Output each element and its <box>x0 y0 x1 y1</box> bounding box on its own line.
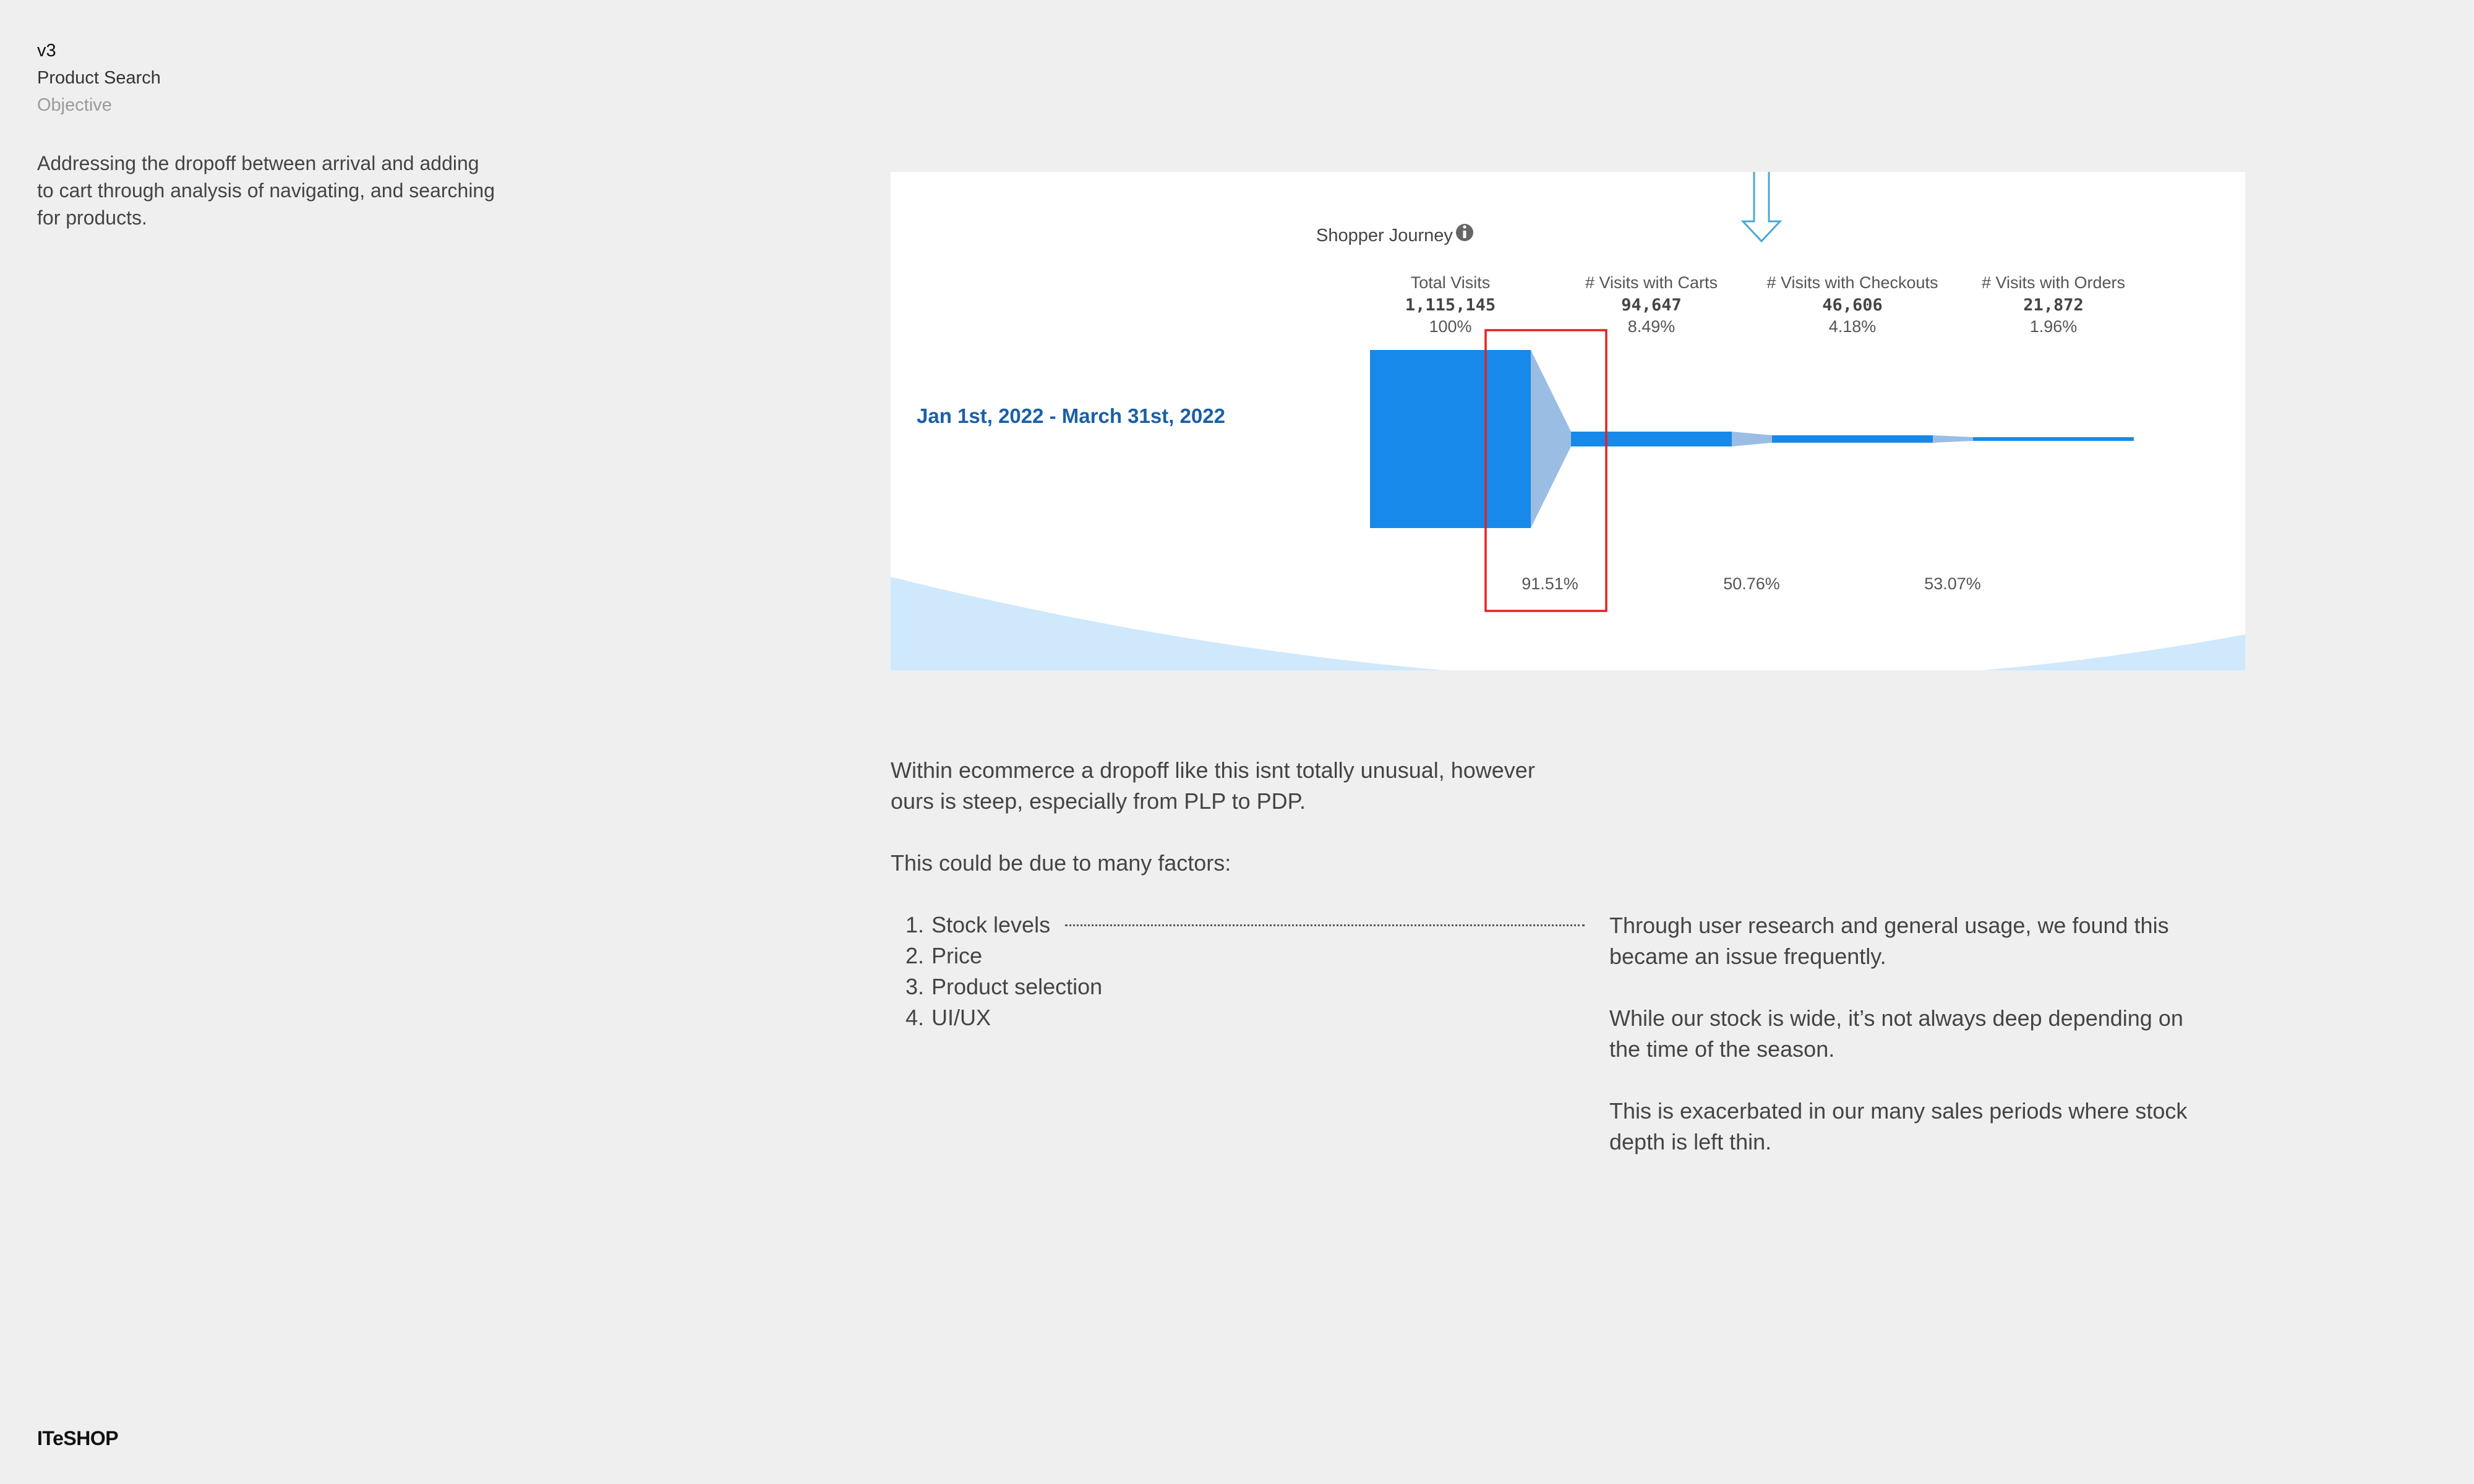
funnel-bar-0 <box>1370 350 1531 528</box>
list-item: 4. UI/UX <box>891 1002 1102 1033</box>
body-paragraph-1: Within ecommerce a dropoff like this isn… <box>891 757 1535 814</box>
stage-header-1: # Visits with Carts 94,647 8.49% <box>1585 273 1718 336</box>
dropoff-label-2: 53.07% <box>1924 574 1981 593</box>
funnel-bar-3 <box>1973 437 2134 441</box>
list-number: 4. <box>905 1005 924 1030</box>
chart-title: Shopper Journey <box>1316 226 1453 245</box>
date-range: Jan 1st, 2022 - March 31st, 2022 <box>917 404 1225 427</box>
funnel-bar-2 <box>1772 435 1933 443</box>
note-paragraph-1: Through user research and general usage,… <box>1609 913 2169 969</box>
list-label: Stock levels <box>931 912 1051 937</box>
stage-header-2: # Visits with Checkouts 46,606 4.18% <box>1766 273 1938 336</box>
list-number: 2. <box>905 943 924 968</box>
stage-value: 46,606 <box>1822 296 1883 315</box>
stage-percent: 1.96% <box>2030 317 2078 336</box>
version-label: v3 <box>37 41 56 61</box>
stage-percent: 100% <box>1429 317 1471 336</box>
funnel-connector-2 <box>1933 435 1973 443</box>
project-name: Product Search <box>37 68 161 88</box>
dropoff-highlight-box <box>1484 329 1607 612</box>
down-arrow-icon <box>1740 172 1783 243</box>
funnel-connector-0 <box>1531 350 1571 528</box>
list-number: 1. <box>905 912 924 937</box>
dropoff-label-0: 91.51% <box>1522 574 1578 593</box>
brand-logo: ITeSHOP <box>37 1427 119 1449</box>
stage-label: # Visits with Carts <box>1585 273 1718 292</box>
stage-value: 1,115,145 <box>1405 296 1496 315</box>
dropoff-label-1: 50.76% <box>1723 574 1780 593</box>
note-paragraph-3: This is exacerbated in our many sales pe… <box>1609 1098 2188 1154</box>
list-item: 1. Stock levels <box>891 910 1102 940</box>
body-paragraph-2: This could be due to many factors: <box>891 850 1231 876</box>
list-label: UI/UX <box>931 1005 991 1030</box>
list-number: 3. <box>905 974 924 999</box>
list-label: Product selection <box>931 974 1103 999</box>
notes-column: Through user research and general usage,… <box>1609 910 2197 1188</box>
funnel-shapes <box>1370 350 2134 528</box>
note-paragraph-2: While our stock is wide, it’s not always… <box>1609 1005 2183 1062</box>
intro-text: Addressing the dropoff between arrival a… <box>37 152 495 229</box>
slide-meta: v3 Product Search Objective <box>37 37 161 119</box>
section-label: Objective <box>37 95 112 115</box>
stage-label: # Visits with Orders <box>1982 273 2125 292</box>
stage-header-3: # Visits with Orders 21,872 1.96% <box>1982 273 2125 336</box>
list-item: 2. Price <box>891 940 1102 971</box>
stage-value: 21,872 <box>2023 296 2084 315</box>
list-label: Price <box>931 943 983 968</box>
info-icon <box>1456 224 1473 241</box>
funnel-chart: Shopper Journey Jan 1st, 2022 - March 31… <box>891 172 2245 670</box>
dotted-leader-line <box>1065 924 1585 926</box>
funnel-card: Shopper Journey Jan 1st, 2022 - March 31… <box>891 172 2245 670</box>
list-item: 3. Product selection <box>891 971 1102 1002</box>
stage-value: 94,647 <box>1621 296 1682 315</box>
stage-percent: 8.49% <box>1628 317 1676 336</box>
stage-label: # Visits with Checkouts <box>1766 273 1938 292</box>
stage-percent: 4.18% <box>1829 317 1877 336</box>
factors-list: 1. Stock levels 2. Price 3. Product selecti… <box>891 910 1102 1033</box>
stage-label: Total Visits <box>1411 273 1491 292</box>
wave-decoration <box>891 577 2245 670</box>
funnel-bar-1 <box>1571 432 1732 446</box>
funnel-connector-1 <box>1732 432 1772 446</box>
stage-header-0: Total Visits 1,115,145 100% <box>1405 273 1496 336</box>
